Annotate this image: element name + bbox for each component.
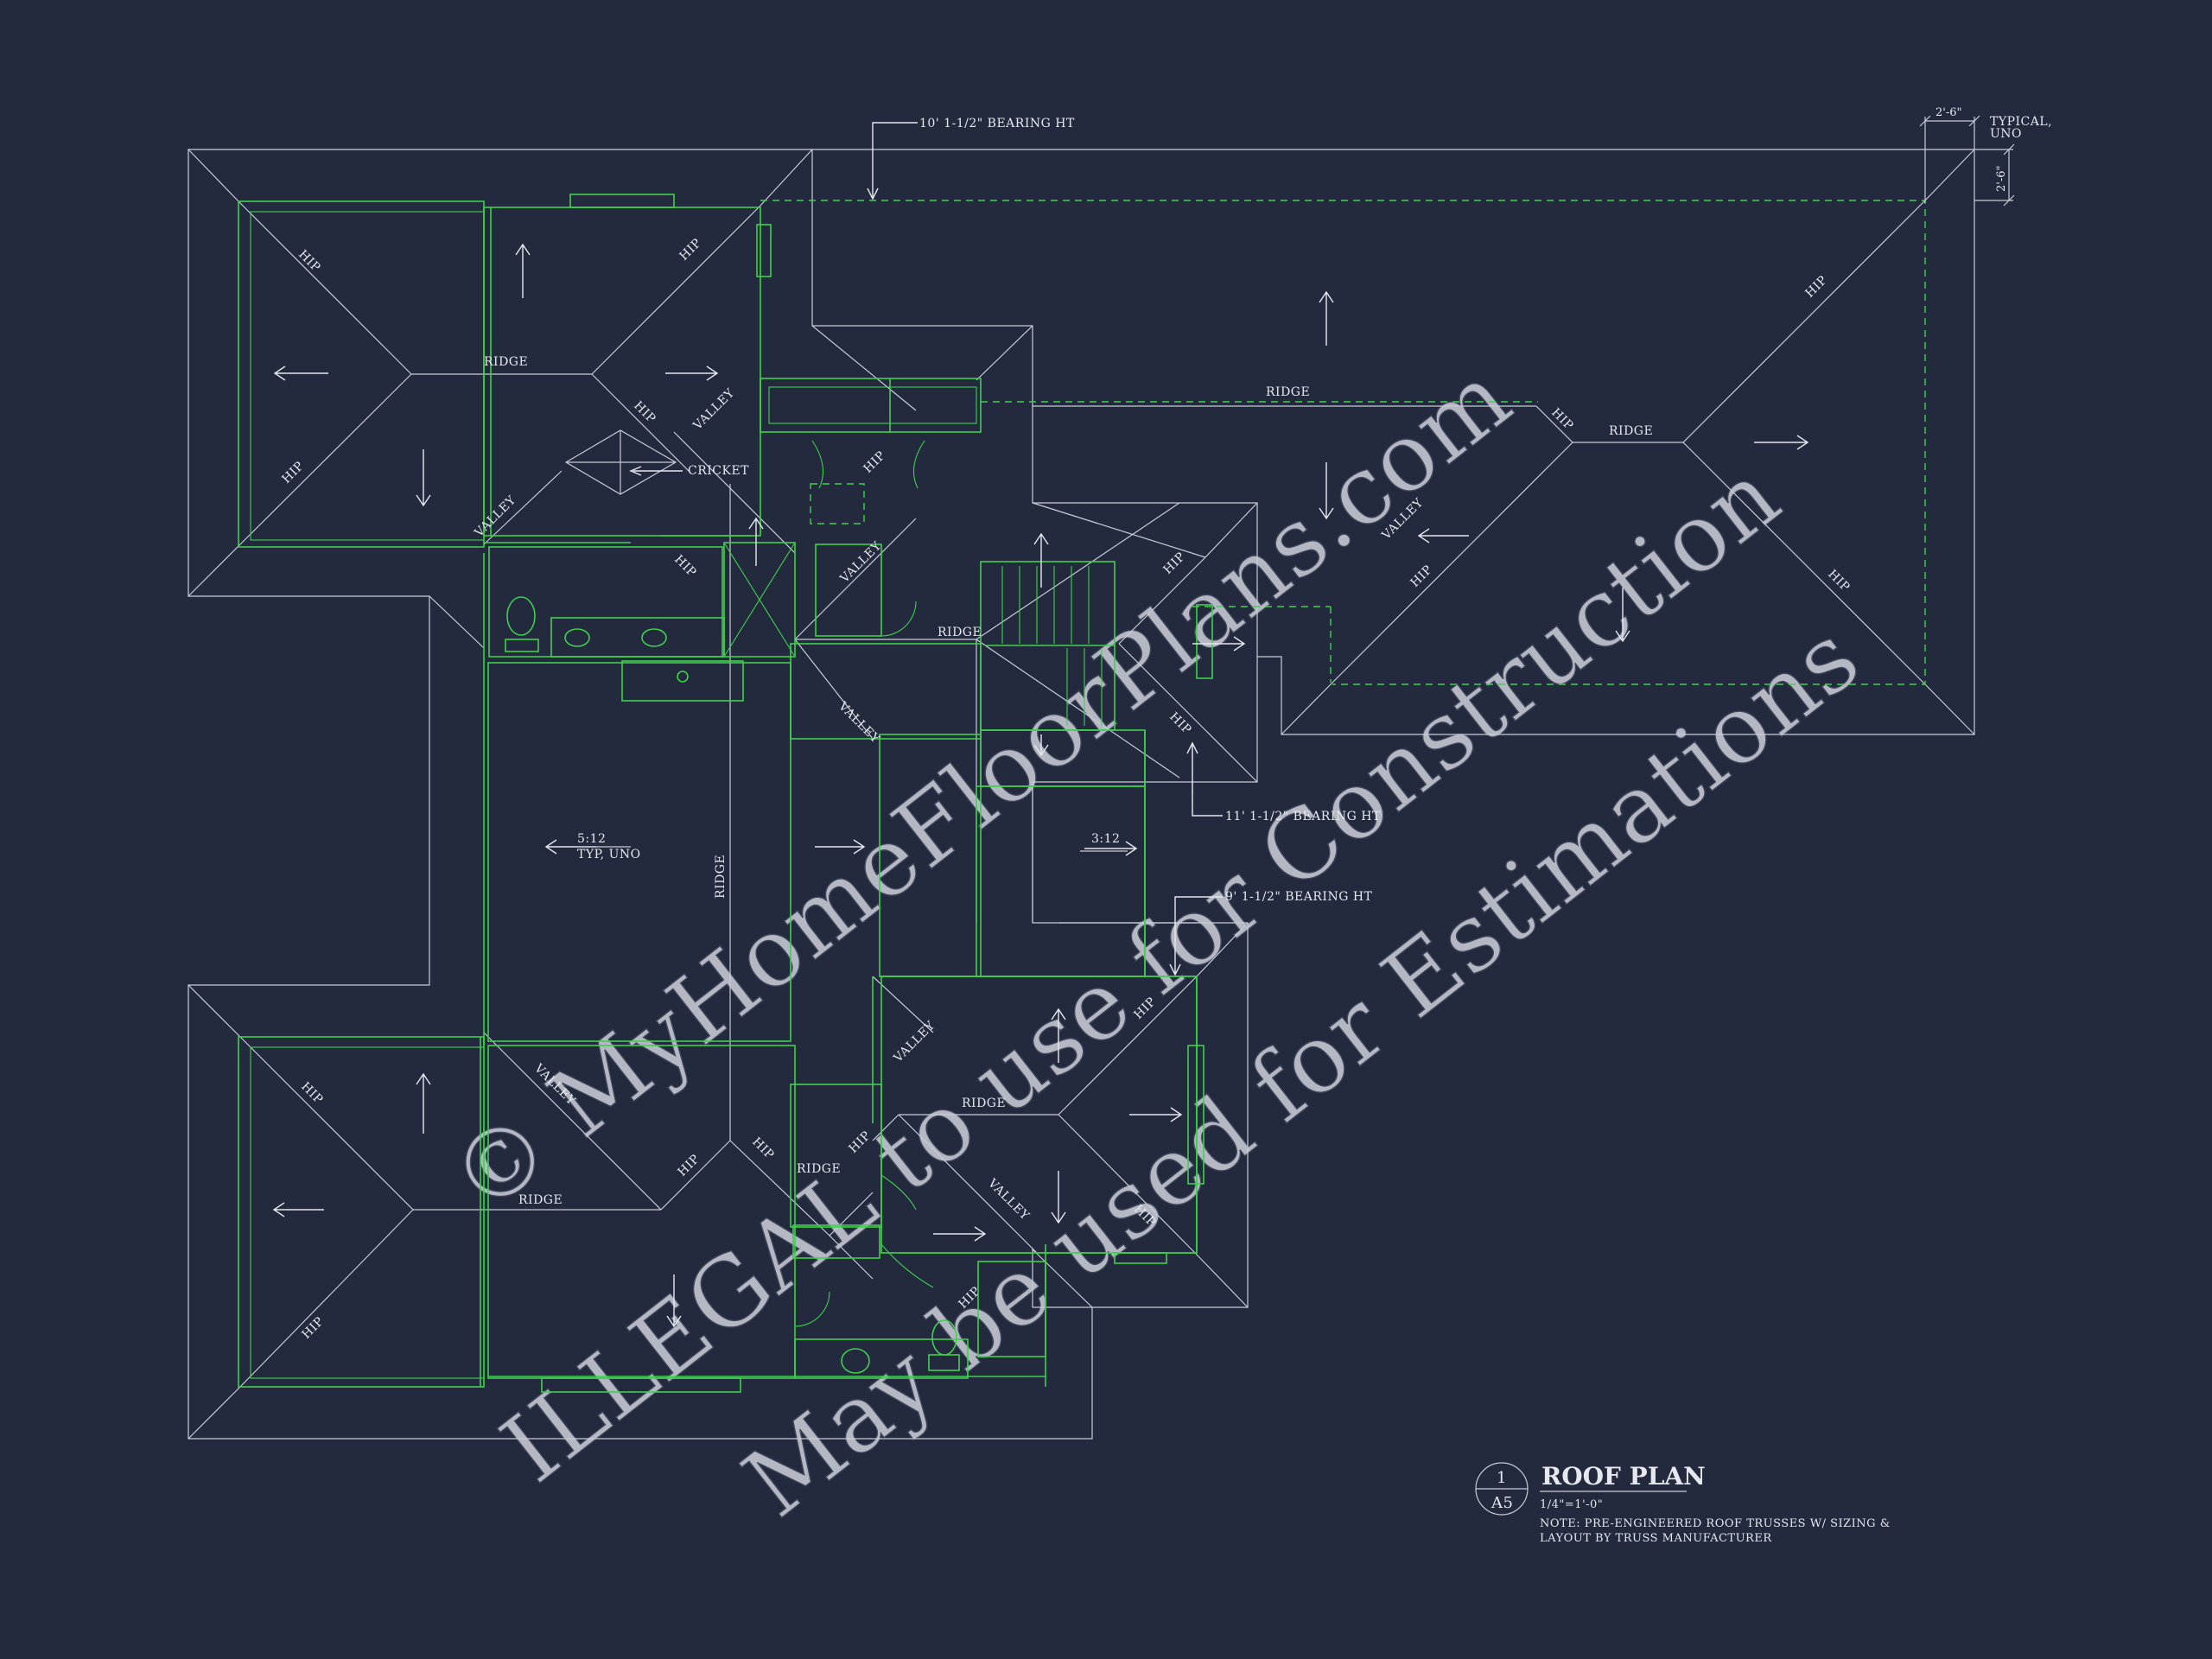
hip-label: HIP (298, 1080, 326, 1108)
valley-label: VALLEY (690, 386, 738, 434)
ridge-label: RIDGE (938, 626, 982, 639)
bearing-height-low: 9' 1-1/2" BEARING HT (1225, 890, 1373, 904)
ridge-label: RIDGE (1609, 424, 1653, 438)
hip-label: HIP (1825, 568, 1853, 595)
hip-label: HIP (1408, 563, 1436, 590)
watermark-line3: May be used for Estimations (723, 601, 1878, 1538)
drawing-note-line1: NOTE: PRE-ENGINEERED ROOF TRUSSES W/ SIZ… (1540, 1517, 1891, 1530)
slope-arrows (272, 243, 1809, 1328)
overhang-dim-h: 2'-6" (1936, 106, 1962, 119)
callouts: 10' 1-1/2" BEARING HT 11' 1-1/2" BEARING… (577, 106, 2052, 904)
valley-label: VALLEY (891, 1019, 938, 1066)
typical-note-line2: UNO (1990, 127, 2022, 141)
bearing-height-top: 10' 1-1/2" BEARING HT (919, 117, 1075, 130)
hip-label: HIP (1803, 273, 1831, 301)
ridge-label: RIDGE (714, 855, 728, 899)
sheet-ref: A5 (1491, 1494, 1513, 1512)
pitch-main: 5:12 (577, 832, 606, 846)
drawing-title: ROOF PLAN (1541, 1462, 1706, 1491)
ridge-label: RIDGE (1266, 385, 1310, 399)
cricket-label: CRICKET (688, 464, 749, 478)
walls (238, 194, 1926, 1393)
ridge-label: RIDGE (518, 1193, 563, 1207)
hip-label: HIP (671, 553, 699, 581)
hip-label: HIP (296, 248, 323, 276)
ridge-label: RIDGE (962, 1096, 1006, 1110)
hip-label: HIP (749, 1135, 777, 1163)
hip-label: HIP (861, 448, 889, 476)
hip-label: HIP (677, 236, 705, 264)
typical-note-line1: TYPICAL, (1990, 115, 2052, 129)
pitch-porch: 3:12 (1091, 832, 1120, 846)
hip-label: HIP (631, 399, 658, 427)
ridge-label: RIDGE (484, 355, 528, 369)
overhang-dim-v: 2'-6" (1995, 166, 2008, 193)
bearing-height-mid: 11' 1-1/2" BEARING HT (1225, 810, 1381, 823)
valley-label: VALLEY (984, 1176, 1032, 1224)
hip-label: HIP (676, 1152, 703, 1179)
hip-label: HIP (1548, 406, 1576, 434)
pitch-main-note: TYP, UNO (577, 848, 641, 861)
sheet-number: 1 (1497, 1469, 1507, 1487)
roof-outline (188, 149, 1975, 1440)
valley-label: VALLEY (837, 539, 885, 587)
drawing-scale: 1/4"=1'-0" (1540, 1498, 1603, 1511)
callout-leaders (575, 115, 2015, 976)
ridge-label: RIDGE (797, 1162, 841, 1176)
title-block: 1 A5 ROOF PLAN 1/4"=1'-0" NOTE: PRE-ENGI… (1475, 1462, 1891, 1545)
watermark: © MyHomeFloorPlans.com ILLEGAL to use fo… (429, 341, 1880, 1539)
drawing-note-line2: LAYOUT BY TRUSS MANUFACTURER (1540, 1532, 1772, 1545)
hip-label: HIP (300, 1314, 327, 1342)
